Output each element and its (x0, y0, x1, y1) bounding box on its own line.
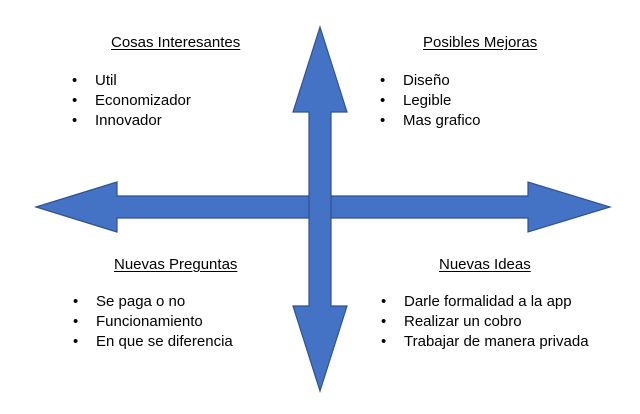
bullet-list: Darle formalidad a la app Realizar un co… (381, 292, 611, 352)
vertical-double-arrow (292, 25, 348, 393)
list-item: Darle formalidad a la app (381, 292, 611, 312)
quadrant-title-nuevas-ideas: Nuevas Ideas (439, 256, 531, 273)
quadrant-title-cosas-interesantes: Cosas Interesantes (111, 34, 241, 51)
list-item: Funcionamiento (73, 312, 273, 332)
bullet-list: Diseño Legible Mas grafico (380, 71, 550, 131)
list-item: Legible (380, 91, 550, 111)
list-item: Diseño (380, 71, 550, 91)
quadrant-title-posibles-mejoras: Posibles Mejoras (423, 34, 538, 51)
list-item: Innovador (72, 111, 242, 131)
list-item: Trabajar de manera privada (381, 332, 611, 352)
list-item: Util (72, 71, 242, 91)
list-item: Realizar un cobro (381, 312, 611, 332)
list-item: Se paga o no (73, 292, 273, 312)
list-item: Mas grafico (380, 111, 550, 131)
quadrant-title-nuevas-preguntas: Nuevas Preguntas (114, 256, 238, 273)
bullet-list: Se paga o no Funcionamiento En que se di… (73, 292, 273, 352)
list-item: Economizador (72, 91, 242, 111)
bullet-list: Util Economizador Innovador (72, 71, 242, 131)
list-item: En que se diferencia (73, 332, 273, 352)
